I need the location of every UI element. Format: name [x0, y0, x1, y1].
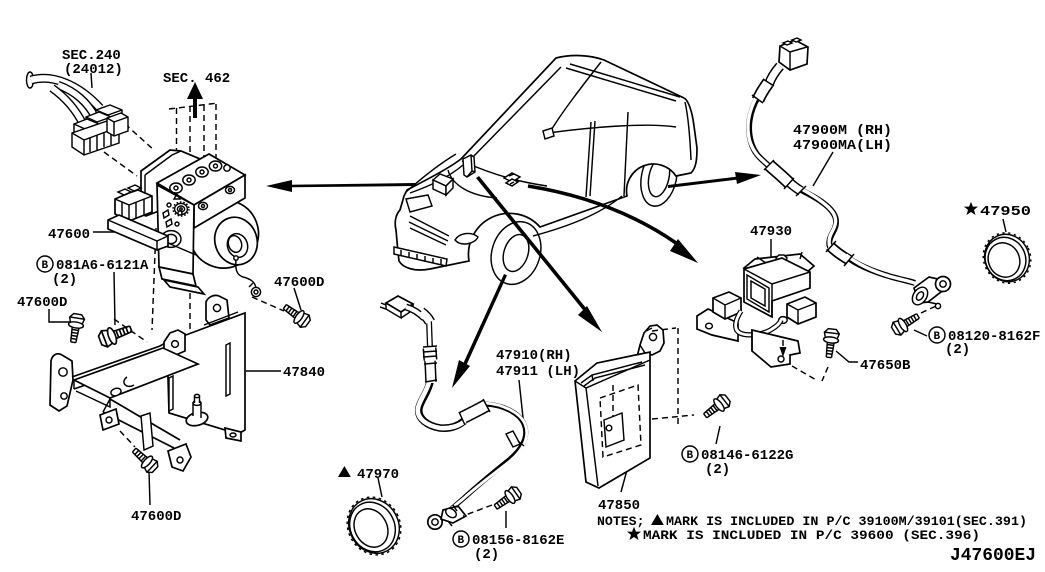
svg-text:08120-8162F: 08120-8162F	[948, 329, 1040, 345]
svg-text:47840: 47840	[283, 365, 325, 381]
svg-text:47910(RH): 47910(RH)	[496, 348, 572, 364]
svg-text:47950: 47950	[980, 204, 1031, 220]
svg-text:47600: 47600	[48, 227, 90, 243]
svg-text:(2): (2)	[945, 342, 970, 358]
svg-text:SEC. 462: SEC. 462	[163, 71, 230, 87]
svg-text:47600D: 47600D	[274, 275, 324, 291]
svg-text:47970: 47970	[357, 467, 399, 483]
svg-text:47900M (RH): 47900M (RH)	[793, 123, 892, 139]
svg-text:J47600EJ: J47600EJ	[950, 546, 1036, 566]
svg-text:(2): (2)	[474, 547, 499, 563]
svg-text:(2): (2)	[705, 462, 730, 478]
svg-text:SEC.240: SEC.240	[62, 48, 121, 64]
svg-text:(2): (2)	[52, 272, 77, 288]
svg-text:08156-8162E: 08156-8162E	[472, 533, 564, 549]
svg-text:47900MA(LH): 47900MA(LH)	[793, 138, 892, 154]
svg-text:08146-6122G: 08146-6122G	[701, 448, 793, 464]
svg-text:47600D: 47600D	[131, 509, 181, 525]
svg-text:B: B	[687, 450, 694, 462]
svg-text:B: B	[42, 260, 49, 272]
svg-text:47850: 47850	[598, 498, 640, 514]
svg-text:MARK IS INCLUDED IN P/C 39100M: MARK IS INCLUDED IN P/C 39100M/39101(SEC…	[666, 514, 1027, 529]
svg-text:B: B	[934, 331, 941, 343]
svg-text:47930: 47930	[750, 224, 792, 240]
svg-text:(24012): (24012)	[64, 62, 123, 78]
svg-text:47911 (LH): 47911 (LH)	[496, 364, 580, 380]
svg-text:081A6-6121A: 081A6-6121A	[56, 258, 149, 274]
svg-text:47650B: 47650B	[860, 358, 911, 374]
svg-text:B: B	[458, 535, 465, 547]
svg-text:NOTES;: NOTES;	[597, 514, 644, 529]
svg-text:MARK IS INCLUDED IN P/C 39600: MARK IS INCLUDED IN P/C 39600 (SEC.396)	[643, 528, 980, 543]
svg-text:47600D: 47600D	[17, 295, 67, 311]
